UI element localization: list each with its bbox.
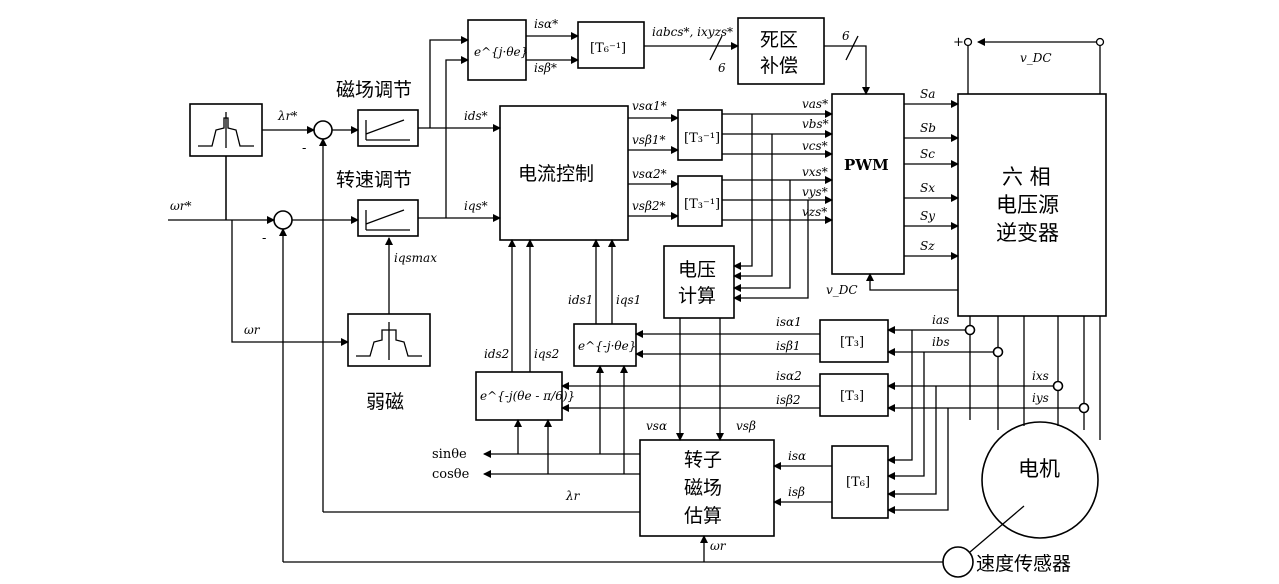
- iqs1-label: iqs1: [616, 293, 641, 307]
- vdc-plus-sign: +: [953, 35, 964, 50]
- t6-inverse-block: [577, 21, 645, 69]
- estimator-label-2: 磁场: [684, 477, 722, 499]
- sz-label: Sz: [920, 239, 935, 253]
- t6-block: [831, 445, 889, 519]
- speed-sensor-circle: [942, 546, 974, 578]
- field-weak-label: 弱磁: [366, 391, 404, 413]
- vsa2-label: vsα2*: [632, 167, 667, 181]
- speed-reg-icon: [365, 209, 410, 231]
- isb1-label: isβ1: [776, 339, 801, 353]
- t3-block-1: [819, 319, 889, 363]
- inverter-label-3: 逆变器: [996, 221, 1059, 245]
- t3-block-2: [819, 373, 889, 417]
- vxs-label: vxs*: [802, 165, 828, 179]
- ibs-label: ibs: [932, 335, 950, 349]
- vas-label: vas*: [802, 97, 828, 111]
- rotation-inverse-label-2: e^{-j(θe - π/6)}: [480, 389, 575, 403]
- rotation-inverse-label-1: e^{-j·θe}: [578, 339, 636, 353]
- isb2-label: isβ2: [776, 393, 801, 407]
- iqs2-label: iqs2: [534, 347, 559, 361]
- flux-reg-icon: [365, 119, 410, 141]
- lambda-ref-label: λr*: [277, 109, 297, 123]
- pwm-label: PWM: [844, 156, 889, 174]
- rotation-forward-block: [467, 19, 527, 81]
- speed-reg-label: 转速调节: [336, 169, 412, 191]
- rotation-forward-label: e^{j·θe}: [474, 45, 528, 59]
- ids2-label: ids2: [484, 347, 509, 361]
- rotation-inverse-block-1: [573, 323, 637, 367]
- rotation-inverse-block-2: [475, 371, 563, 421]
- bus-width-label-2: 6: [842, 29, 850, 43]
- vsa1-label: vsα1*: [632, 99, 667, 113]
- flux-sum-junction: [313, 120, 333, 140]
- vbs-label: vbs*: [802, 117, 829, 131]
- isa-ref-label: isα*: [534, 17, 558, 31]
- flux-minus-sign: -: [302, 141, 306, 156]
- vcs-label: vcs*: [802, 139, 828, 153]
- iqsmax-label: iqsmax: [394, 251, 437, 265]
- motor-label: 电机: [1018, 457, 1060, 481]
- vzs-label: vzs*: [802, 205, 827, 219]
- sb-label: Sb: [920, 121, 936, 135]
- speed-sum-junction: [273, 210, 293, 230]
- isb-ref-label: isβ*: [534, 61, 557, 75]
- vsa-label: vsα: [646, 419, 667, 433]
- motor: [981, 421, 1099, 539]
- t3-inverse-block-1: [677, 109, 723, 161]
- t6-label: [T₆]: [846, 475, 870, 490]
- isa-label: isα: [788, 449, 806, 463]
- inverter-label-1: 六 相: [1002, 165, 1051, 189]
- omega-r-sensor-label: ωr: [710, 539, 727, 553]
- current-control-label: 电流控制: [518, 163, 594, 185]
- speed-minus-sign: -: [262, 231, 266, 246]
- isa2-label: isα2: [776, 369, 802, 383]
- t3-label-2: [T₃]: [840, 389, 864, 404]
- t3-inverse-label-2: [T₃⁻¹]: [684, 197, 720, 212]
- estimator-label-3: 估算: [684, 505, 722, 527]
- speed-sensor-label: 速度传感器: [976, 553, 1071, 575]
- pwm-block: [831, 93, 905, 275]
- vsb-label: vsβ: [736, 419, 756, 433]
- t3-label-1: [T₃]: [840, 335, 864, 350]
- omega-ref-label: ωr*: [170, 199, 192, 213]
- current-control-block: [499, 105, 629, 241]
- vsb1-label: vsβ1*: [632, 133, 666, 147]
- estimator-label-1: 转子: [684, 449, 722, 471]
- sa-label: Sa: [920, 87, 935, 101]
- sy-label: Sy: [920, 209, 935, 223]
- vsb2-label: vsβ2*: [632, 199, 666, 213]
- vys-label: vys*: [802, 185, 828, 199]
- vdc-label: v_DC: [1020, 51, 1052, 65]
- vdc-pwm-label: v_DC: [826, 283, 858, 297]
- deadzone-block: [737, 17, 825, 85]
- iqs-ref-label: iqs*: [464, 199, 488, 213]
- voltage-calc-label-1: 电压: [678, 259, 716, 281]
- voltage-calc-label-2: 计算: [678, 285, 716, 307]
- voltage-calc-block: [663, 245, 735, 319]
- t6-inverse-label: [T₆⁻¹]: [590, 41, 626, 56]
- iabcs-ref-label: iabcs*, ixyzs*: [652, 25, 733, 39]
- bus-width-label-1: 6: [718, 61, 726, 75]
- sx-label: Sx: [920, 181, 935, 195]
- lambda-r-label: λr: [565, 489, 581, 503]
- deadzone-label-2: 补偿: [760, 55, 798, 77]
- iys-label: iys: [1032, 391, 1049, 405]
- omega-r-label: ωr: [244, 323, 261, 337]
- cos-label: cosθe: [432, 467, 470, 482]
- ids1-label: ids1: [568, 293, 593, 307]
- inverter-block: [957, 93, 1107, 317]
- isb-label: isβ: [788, 485, 805, 499]
- flux-reg-label: 磁场调节: [336, 79, 412, 101]
- deadzone-label-1: 死区: [760, 29, 798, 51]
- t3-inverse-block-2: [677, 175, 723, 227]
- sc-label: Sc: [920, 147, 935, 161]
- ids-ref-label: ids*: [464, 109, 488, 123]
- t3-inverse-label-1: [T₃⁻¹]: [684, 131, 720, 146]
- inverter-label-2: 电压源: [996, 193, 1059, 217]
- ixs-label: ixs: [1032, 369, 1049, 383]
- isa1-label: isα1: [776, 315, 802, 329]
- ias-label: ias: [932, 313, 949, 327]
- sin-label: sinθe: [432, 447, 467, 462]
